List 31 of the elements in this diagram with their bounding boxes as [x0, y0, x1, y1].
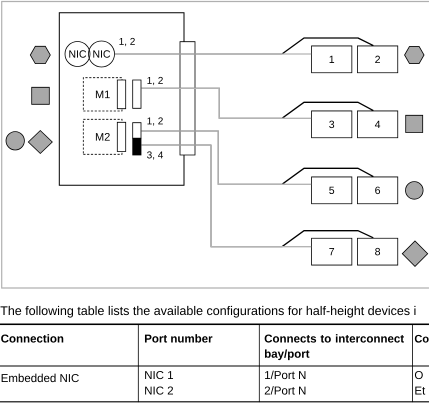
table-text: 2/Port N — [264, 386, 306, 395]
column-header: Connects to interconnect bay/port — [264, 334, 404, 360]
column-header: Co — [414, 334, 429, 343]
port-number: 1, 2 — [147, 117, 163, 126]
bay-box: 8 — [357, 238, 398, 266]
port-box — [132, 80, 142, 109]
port-number: 3, 4 — [147, 151, 164, 160]
connection-line — [114, 53, 312, 55]
table-text: NIC 2 — [145, 386, 173, 395]
connection-line — [141, 144, 312, 248]
port-number: 1, 2 — [147, 76, 163, 86]
bay-box: 2 — [357, 46, 398, 74]
connection-line — [141, 88, 312, 119]
table-text: 1/Port N — [265, 370, 306, 380]
bay-box: 5 — [311, 176, 352, 204]
table-text: Embedded NIC — [2, 374, 79, 382]
port-number: 1, 2 — [119, 38, 135, 46]
bay-box: 4 — [357, 110, 398, 138]
intro-text: The following table lists the available configurations for half-height devices i — [0, 306, 416, 318]
port-box — [132, 122, 142, 139]
table-text: Et — [415, 386, 426, 395]
column-header: Port number — [144, 334, 212, 343]
port-box — [132, 138, 142, 156]
table-text: O — [414, 370, 423, 380]
bay-box: 7 — [311, 238, 352, 266]
bay-box: 6 — [357, 176, 398, 204]
bay-box: 1 — [311, 46, 352, 74]
connection-line — [141, 130, 312, 185]
column-header: Connection — [1, 334, 64, 343]
table-text: NIC 1 — [145, 370, 174, 380]
bay-box: 3 — [311, 110, 352, 138]
